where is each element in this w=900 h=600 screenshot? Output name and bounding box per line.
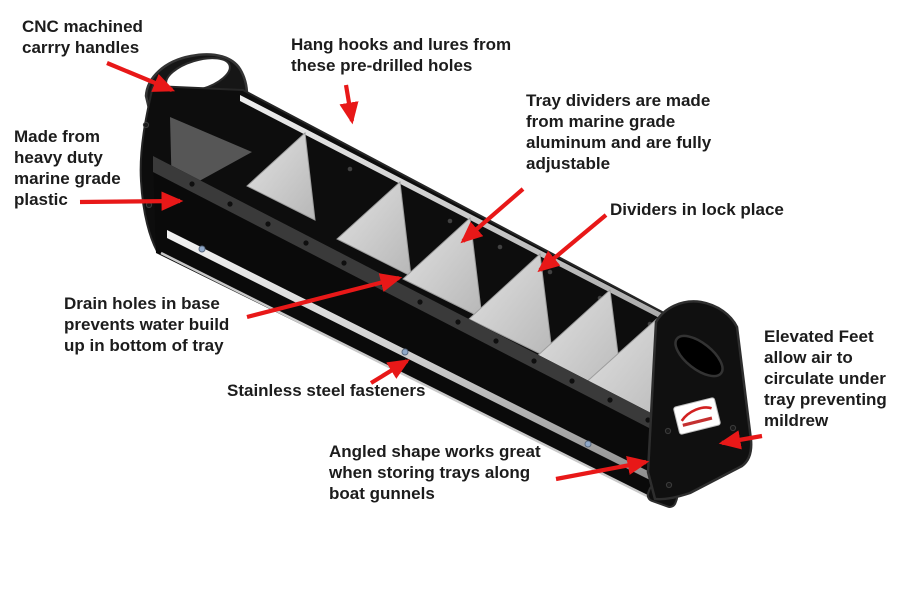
arrow-hang-hooks	[339, 84, 359, 125]
arrow-cnc-handles	[106, 61, 176, 92]
arrow-fasteners	[369, 359, 410, 385]
arrow-heavy-duty	[79, 191, 184, 211]
label-elevated-feet: Elevated Feet allow air to circulate und…	[764, 327, 887, 430]
right-handle-hole	[674, 334, 724, 378]
label-hang-hooks: Hang hooks and lures from these pre-dril…	[291, 35, 512, 75]
callout-arrows	[79, 61, 763, 482]
brand-swoosh-icon	[680, 406, 712, 422]
arrow-drain-holes	[246, 273, 403, 320]
arrow-elevated-feet	[718, 430, 763, 450]
label-angled-shape: Angled shape works great when storing tr…	[329, 442, 541, 503]
front-wall	[153, 156, 680, 503]
label-tray-dividers: Tray dividers are made from marine grade…	[526, 91, 712, 173]
arrow-dividers-lock	[537, 213, 608, 273]
top-rail	[240, 95, 700, 339]
stainless-rail	[167, 230, 650, 480]
label-drain-holes: Drain holes in base prevents water build…	[64, 294, 230, 355]
arrow-angled-shape	[555, 455, 650, 482]
divider	[246, 131, 316, 221]
divider	[336, 180, 412, 277]
stainless-fastener-screws	[198, 245, 592, 448]
brand-label	[673, 397, 721, 435]
cap-screws	[142, 121, 737, 489]
divider	[468, 252, 554, 361]
label-fasteners: Stainless steel fasteners	[227, 381, 426, 400]
label-dividers-lock: Dividers in lock place	[610, 200, 784, 219]
front-rim	[153, 156, 680, 444]
right-end-cap	[646, 300, 753, 501]
label-cnc-handles: CNC machined carrry handles	[22, 17, 143, 57]
arrow-tray-dividers	[460, 187, 525, 244]
label-heavy-duty: Made from heavy duty marine grade plasti…	[14, 127, 121, 209]
